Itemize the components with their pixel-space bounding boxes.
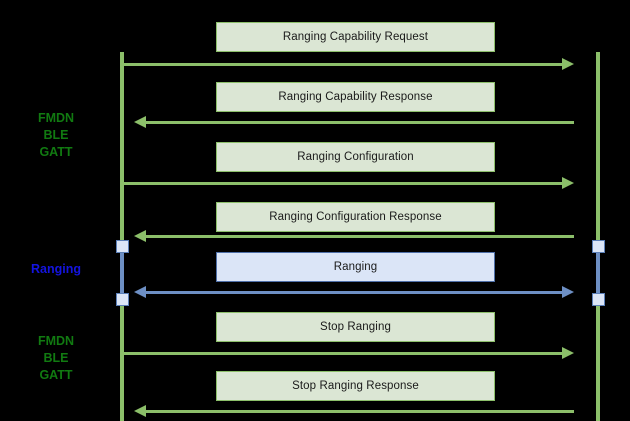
activation-cap-right-bottom [592, 293, 605, 306]
arrow-shaft [122, 182, 564, 185]
message-box-ranging-capability-request: Ranging Capability Request [216, 22, 495, 52]
message-box-ranging-capability-response: Ranging Capability Response [216, 82, 495, 112]
lifeline-left [120, 52, 124, 421]
arrowhead-right-icon [562, 177, 574, 189]
arrow-shaft [122, 352, 564, 355]
side-label-fmdn-ble-gatt-top: FMDN BLE GATT [37, 111, 75, 159]
arrowhead-left-icon [134, 405, 146, 417]
message-box-ranging-configuration: Ranging Configuration [216, 142, 495, 172]
activation-bar-left [120, 246, 124, 298]
arrow-shaft [144, 235, 574, 238]
side-label-ranging: Ranging [31, 262, 81, 276]
message-box-ranging: Ranging [216, 252, 495, 282]
side-label-fmdn-ble-gatt-bottom: FMDN BLE GATT [37, 334, 75, 382]
arrow-shaft [144, 410, 574, 413]
arrowhead-right-icon [562, 58, 574, 70]
message-arrow-stop-ranging-response [134, 404, 574, 418]
activation-bar-right [596, 246, 600, 298]
activation-cap-left-bottom [116, 293, 129, 306]
activation-cap-right-top [592, 240, 605, 253]
arrow-shaft [144, 121, 574, 124]
activation-cap-left-top [116, 240, 129, 253]
message-box-stop-ranging: Stop Ranging [216, 312, 495, 342]
arrowhead-left-icon [134, 230, 146, 242]
message-arrow-ranging-bidirectional [134, 285, 574, 299]
message-arrow-ranging-configuration [122, 176, 574, 190]
arrowhead-left-icon [134, 286, 146, 298]
arrow-shaft [144, 291, 564, 294]
message-arrow-ranging-capability-response [134, 115, 574, 129]
lifeline-right [596, 52, 600, 421]
arrowhead-right-icon [562, 286, 574, 298]
message-arrow-ranging-capability-request [122, 57, 574, 71]
message-arrow-ranging-configuration-response [134, 229, 574, 243]
arrow-shaft [122, 63, 564, 66]
message-arrow-stop-ranging [122, 346, 574, 360]
arrowhead-left-icon [134, 116, 146, 128]
arrowhead-right-icon [562, 347, 574, 359]
message-box-stop-ranging-response: Stop Ranging Response [216, 371, 495, 401]
message-box-ranging-configuration-response: Ranging Configuration Response [216, 202, 495, 232]
